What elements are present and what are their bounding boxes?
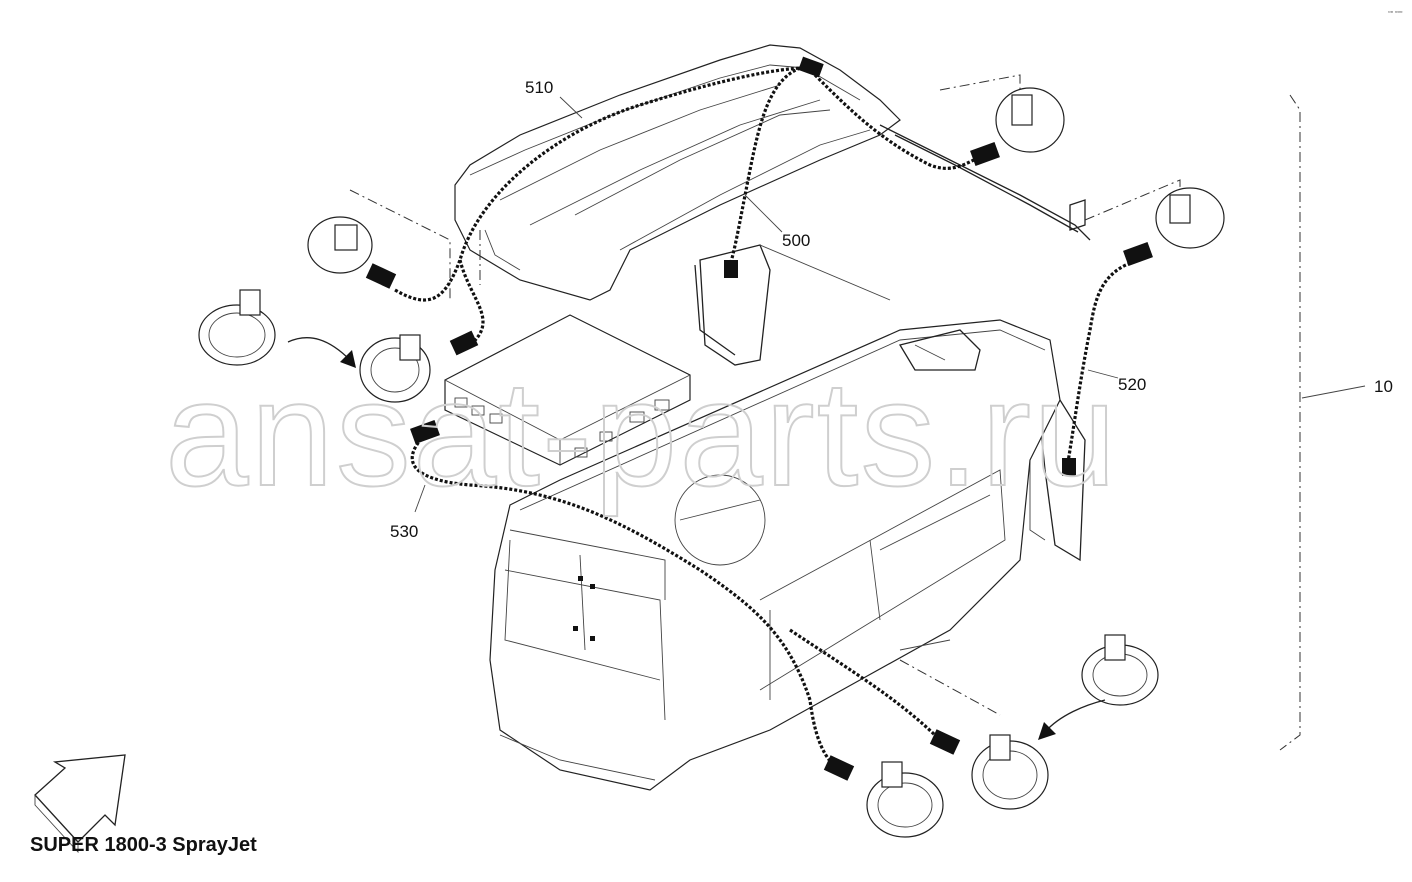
connector-icon xyxy=(365,56,1153,781)
callout-500: 500 xyxy=(782,231,810,250)
work-light-icon xyxy=(198,87,1225,838)
watermark: ansat-parts.ru xyxy=(165,349,1118,517)
orientation-arrow-icon xyxy=(34,754,126,854)
callout-510: 510 xyxy=(525,78,553,97)
cab-body xyxy=(489,319,1061,791)
cab-roof xyxy=(454,44,901,301)
wire-harness-icon xyxy=(394,66,1141,772)
control-box-connectors xyxy=(454,397,670,458)
callouts: 510 500 520 530 10 xyxy=(390,78,1393,541)
control-box xyxy=(444,314,691,466)
assembly-lines xyxy=(349,74,1301,751)
callout-530: 530 xyxy=(390,522,418,541)
corner-mark: ▫︎▫ ▫▫▫ xyxy=(1388,9,1402,16)
callout-520: 520 xyxy=(1118,375,1146,394)
install-arrows xyxy=(287,337,1106,740)
callout-10: 10 xyxy=(1374,377,1393,396)
diagram-title: SUPER 1800-3 SprayJet xyxy=(30,834,257,856)
